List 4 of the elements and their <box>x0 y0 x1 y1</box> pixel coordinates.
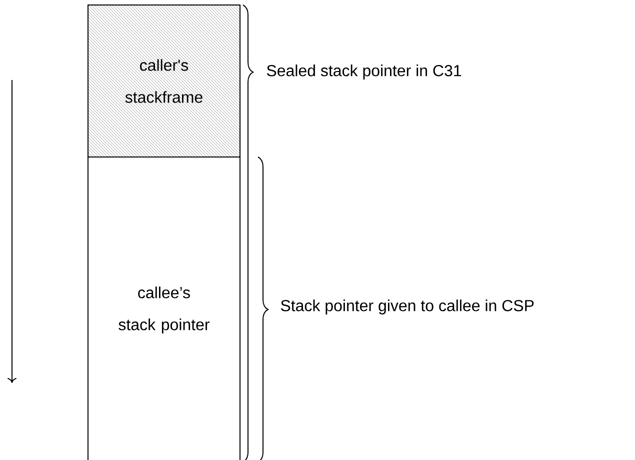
brace-label: Stack pointer given to callee in CSP <box>280 300 534 314</box>
stack-box: callee’s stack pointer <box>88 156 240 460</box>
brace-label: Sealed stack pointer in C31 <box>266 64 462 80</box>
stack-box: caller's stackframe <box>88 4 240 158</box>
